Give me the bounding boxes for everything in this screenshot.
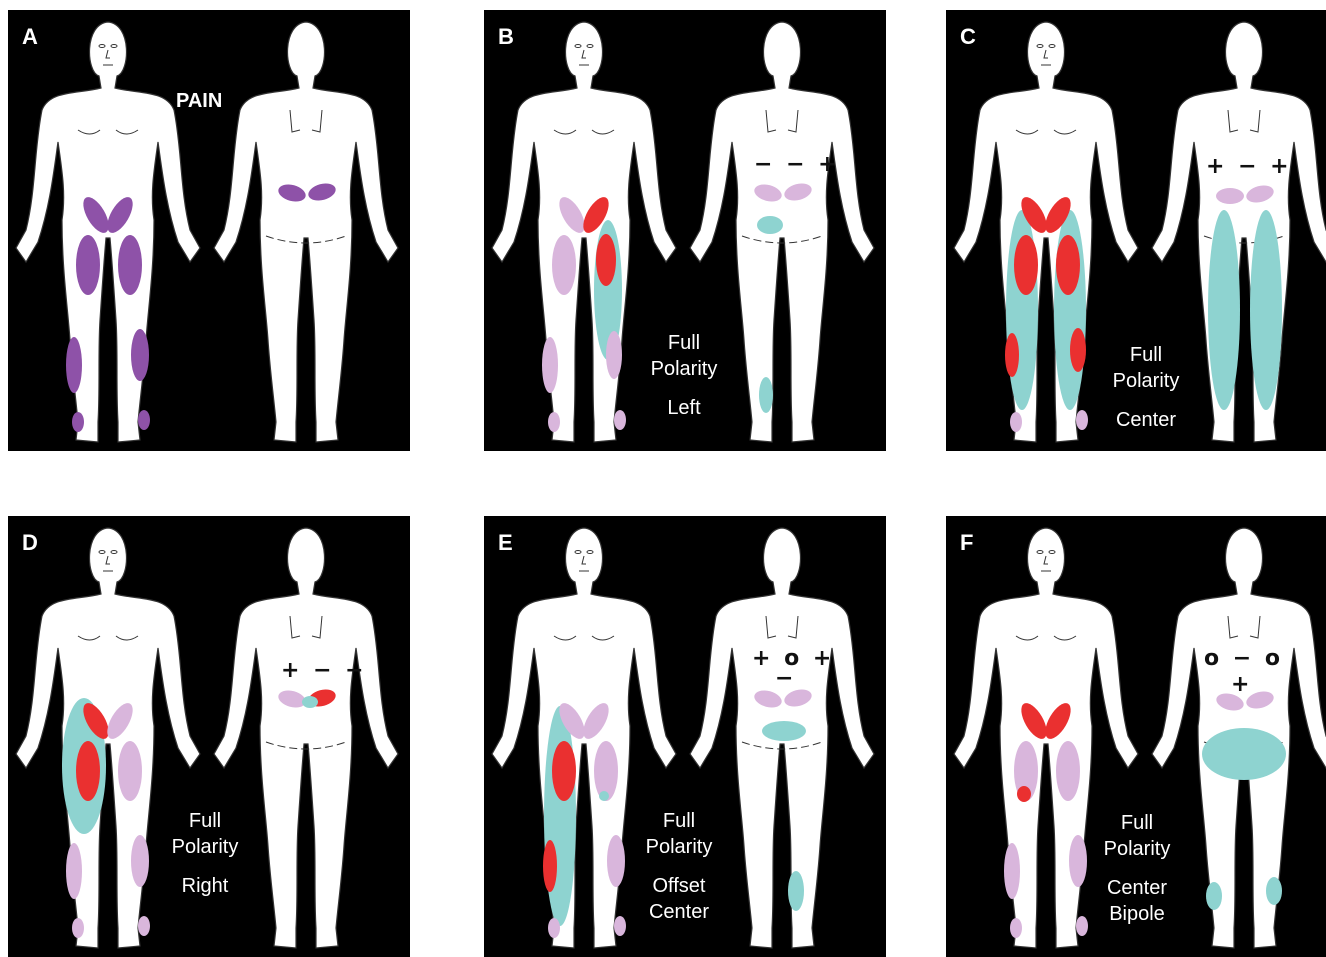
pain_faded-region bbox=[1056, 741, 1080, 801]
pain_faded-region bbox=[66, 843, 82, 899]
caption: Full Polarity Offset Center bbox=[624, 808, 734, 925]
pain_faded-region bbox=[131, 835, 149, 887]
electrode-polarity-lower: + bbox=[1231, 672, 1249, 697]
paresthesia-region bbox=[1208, 210, 1240, 410]
panel-a: A PAIN bbox=[8, 10, 410, 451]
paresthesia-region bbox=[1250, 210, 1282, 410]
caption-line: Center bbox=[624, 899, 734, 925]
pain-region bbox=[76, 235, 100, 295]
caption-line: Left bbox=[629, 395, 739, 421]
paresthesia-region bbox=[599, 791, 609, 801]
caption-line: Bipole bbox=[1082, 901, 1192, 927]
panel-label: B bbox=[498, 24, 514, 50]
paresthesia-region bbox=[544, 706, 576, 926]
caption-line: Polarity bbox=[150, 834, 260, 860]
caption: Full Polarity Right bbox=[150, 808, 260, 899]
caption-line: Polarity bbox=[1082, 836, 1192, 862]
caption: Full Polarity Center bbox=[1091, 342, 1201, 433]
panel-title: PAIN bbox=[176, 90, 222, 113]
pain_faded-region bbox=[72, 918, 84, 938]
electrode-polarity-lower: − bbox=[775, 666, 793, 691]
pain_faded-region bbox=[1010, 918, 1022, 938]
pain_faded-region bbox=[118, 741, 142, 801]
pain-region bbox=[118, 235, 142, 295]
electrode-polarity: + − + bbox=[1206, 154, 1292, 179]
paresthesia-region bbox=[762, 721, 806, 741]
pain-region bbox=[138, 410, 150, 430]
front-body-figure bbox=[16, 22, 200, 442]
electrode-polarity: o − o bbox=[1204, 646, 1283, 671]
pain_faded-region bbox=[1010, 412, 1022, 432]
pain-region bbox=[72, 412, 84, 432]
caption-line: Right bbox=[150, 873, 260, 899]
overlap-region bbox=[552, 741, 576, 801]
panel-label: D bbox=[22, 530, 38, 556]
panel-b: B − − + Full Polarity Left bbox=[484, 10, 886, 451]
paresthesia-region bbox=[1266, 877, 1282, 905]
pain_faded-region bbox=[607, 835, 625, 887]
overlap-region bbox=[543, 840, 557, 892]
panel-c: C + − + Full Polarity Center bbox=[946, 10, 1326, 451]
pain_faded-region bbox=[138, 916, 150, 936]
overlap-region bbox=[1005, 333, 1019, 377]
overlap-region bbox=[1017, 786, 1031, 802]
pain_faded-region bbox=[1004, 843, 1020, 899]
overlap-region bbox=[596, 234, 616, 286]
pain_faded-region bbox=[606, 331, 622, 379]
caption: Full Polarity Center Bipole bbox=[1082, 810, 1192, 927]
pain_faded-region bbox=[1076, 410, 1088, 430]
pain_faded-region bbox=[614, 410, 626, 430]
caption-line: Center bbox=[1082, 875, 1192, 901]
pain_faded-region bbox=[1216, 188, 1244, 204]
body-figures bbox=[8, 10, 410, 451]
paresthesia-region bbox=[1206, 882, 1222, 910]
caption-line: Polarity bbox=[629, 356, 739, 382]
panel-label: F bbox=[960, 530, 973, 556]
caption-line: Polarity bbox=[1091, 368, 1201, 394]
paresthesia-region bbox=[788, 871, 804, 911]
overlap-region bbox=[1014, 235, 1038, 295]
pain_faded-region bbox=[548, 918, 560, 938]
panel-f: F o − o + Full Polarity Center Bipole bbox=[946, 516, 1326, 957]
pain-region bbox=[131, 329, 149, 381]
electrode-polarity: − − + bbox=[754, 152, 840, 177]
pain_faded-region bbox=[552, 235, 576, 295]
overlap-region bbox=[1056, 235, 1080, 295]
panel-e: E + o + − Full Polarity Offset Center bbox=[484, 516, 886, 957]
paresthesia-region bbox=[757, 216, 783, 234]
pain_faded-region bbox=[548, 412, 560, 432]
back-body-figure bbox=[214, 22, 398, 442]
electrode-polarity: + − − bbox=[281, 658, 367, 683]
caption-line: Full bbox=[1091, 342, 1201, 368]
caption-line: Full bbox=[624, 808, 734, 834]
pain-region bbox=[66, 337, 82, 393]
caption-line: Full bbox=[629, 330, 739, 356]
paresthesia-region bbox=[1202, 728, 1286, 780]
caption: Full Polarity Left bbox=[629, 330, 739, 421]
caption-line: Polarity bbox=[624, 834, 734, 860]
paresthesia-region bbox=[759, 377, 773, 413]
paresthesia-region bbox=[302, 696, 318, 708]
caption-line: Full bbox=[150, 808, 260, 834]
panel-label: C bbox=[960, 24, 976, 50]
caption-line: Offset bbox=[624, 873, 734, 899]
caption-line: Full bbox=[1082, 810, 1192, 836]
caption-line: Center bbox=[1091, 407, 1201, 433]
pain_faded-region bbox=[542, 337, 558, 393]
overlap-region bbox=[1070, 328, 1086, 372]
panel-label: A bbox=[22, 24, 38, 50]
overlap-region bbox=[76, 741, 100, 801]
panel-label: E bbox=[498, 530, 513, 556]
panel-d: D + − − Full Polarity Right bbox=[8, 516, 410, 957]
